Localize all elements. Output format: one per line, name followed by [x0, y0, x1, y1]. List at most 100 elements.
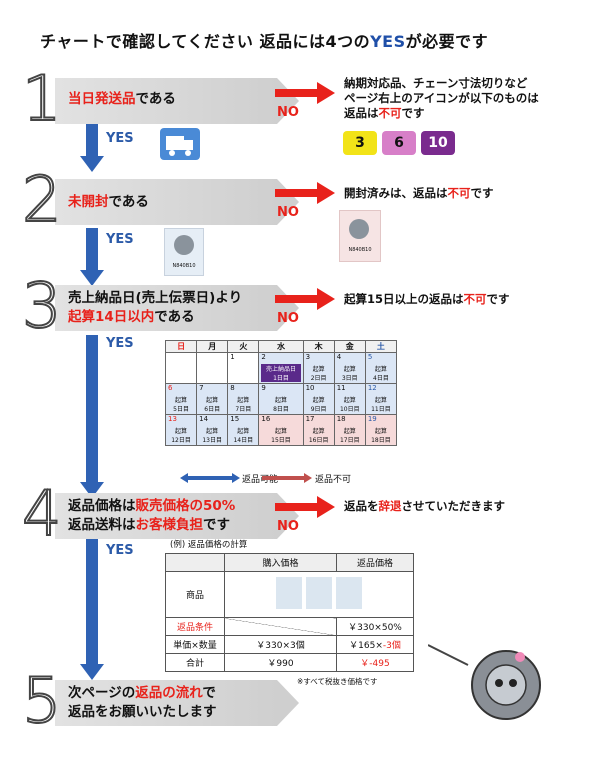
note-1: 納期対応品、チェーン寸法切りなど ページ右上のアイコンが以下のものは 返品は不可… — [344, 76, 539, 120]
legend-ng-arrow — [262, 473, 312, 483]
step-1-number: 1 — [21, 62, 62, 135]
cal-label: 起算 3日目 — [341, 366, 358, 382]
step-5-text: 次ページの返品の流れで 返品をお願いいたします — [68, 685, 217, 720]
yes-arrow-2 — [86, 228, 98, 272]
cal-label: 起算 14日目 — [233, 428, 254, 444]
cal-cell: 14 起算 13日目 — [196, 414, 229, 446]
legend-ok-label: 返品可能 — [242, 475, 279, 485]
cal-cell: 10 起算 9日目 — [302, 383, 335, 415]
opened-product-code-label: N840B10 — [348, 247, 372, 253]
no-arrow-3 — [275, 288, 335, 310]
legend-ng-label: 返品不可 — [315, 475, 352, 485]
step-1-text: 当日発送品である — [68, 91, 176, 107]
step-5-number: 5 — [21, 664, 62, 737]
cal-day: 17 — [305, 415, 315, 423]
price-table-total-return: ￥-495 — [336, 653, 414, 672]
price-table-total-buy: ￥990 — [224, 653, 337, 672]
cal-header-sat: 土 — [364, 340, 398, 353]
step-4-number: 4 — [21, 477, 62, 550]
no-label-4: NO — [277, 519, 299, 534]
step-2-number: 2 — [21, 163, 62, 236]
cal-day: 15 — [230, 415, 240, 423]
yes-arrow-3 — [86, 335, 98, 485]
price-table-row-cond: 返品条件 — [165, 617, 225, 636]
yes-arrowhead-2 — [80, 270, 104, 286]
price-table-col-return: 返品価格 — [336, 553, 414, 572]
price-table-unit-return: ￥165×-3個 — [336, 635, 414, 654]
cal-header-fri: 金 — [333, 340, 366, 353]
yes-arrowhead-1 — [80, 156, 104, 172]
cal-label: 起算 15日目 — [271, 428, 291, 444]
yes-arrow-1 — [86, 124, 98, 158]
badge-6-icon: 6 — [382, 131, 416, 155]
cal-cell: 9 起算 8日目 — [258, 383, 304, 415]
cal-day: 16 — [261, 415, 271, 423]
delivery-truck-icon — [160, 128, 200, 160]
cal-cell: 11 起算 10日目 — [333, 383, 366, 415]
cal-label: 起算 13日目 — [202, 428, 222, 444]
cal-cell: 1 — [227, 352, 260, 384]
cal-day: 8 — [230, 384, 235, 392]
price-footnote: ※すべて税抜き価格です — [297, 677, 378, 686]
cal-header-wed: 水 — [258, 340, 304, 353]
cal-day: 2 — [261, 353, 266, 361]
note-3: 起算15日以上の返品は不可です — [344, 292, 510, 306]
cal-label: 起算 11日目 — [371, 397, 391, 413]
yes-arrowhead-4 — [80, 664, 104, 680]
cal-label: 売上納品日 1日目 — [261, 364, 301, 382]
product-image-3 — [336, 577, 362, 609]
cal-cell: 2 売上納品日 1日目 — [258, 352, 304, 384]
cal-label: 起算 12日目 — [171, 428, 191, 444]
price-table: 購入価格 返品価格 商品 返品条件 ￥330×50% 単価×数量 ￥330×3個… — [165, 553, 414, 672]
cal-day: 18 — [336, 415, 346, 423]
cal-cell: 15 起算 14日目 — [227, 414, 260, 446]
cal-day: 5 — [367, 353, 373, 361]
no-label-3: NO — [277, 311, 299, 326]
cal-label: 起算 9日目 — [310, 397, 327, 413]
cal-day: 9 — [261, 384, 266, 392]
cal-label: 起算 8日目 — [273, 397, 289, 413]
cal-label: 起算 7日目 — [235, 397, 252, 413]
cal-day: 14 — [199, 415, 209, 423]
cal-label: 起算 10日目 — [339, 397, 360, 413]
opened-product-image: N840B10 — [339, 210, 381, 262]
yes-label-4: YES — [106, 543, 134, 558]
step-2-bar — [55, 179, 299, 225]
price-table-cond-empty — [224, 617, 337, 636]
cal-label: 起算 2日目 — [310, 366, 327, 382]
yes-arrow-4 — [86, 537, 98, 667]
cal-day: 10 — [305, 384, 315, 392]
price-table-row-product: 商品 — [165, 571, 225, 618]
no-label-2: NO — [277, 205, 299, 220]
price-table-caption: (例) 返品価格の計算 — [170, 540, 248, 550]
price-table-unit-buy: ￥330×3個 — [224, 635, 337, 654]
gear-mascot-icon — [428, 644, 541, 720]
price-table-row-total: 合計 — [165, 653, 225, 672]
cal-header-thu: 木 — [302, 340, 335, 353]
yes-label-3: YES — [106, 336, 134, 351]
cal-header-tue: 火 — [227, 340, 260, 353]
price-table-cond-value: ￥330×50% — [336, 617, 414, 636]
cal-day: 7 — [199, 384, 204, 392]
step-2-text: 未開封である — [68, 194, 149, 210]
cal-label: 起算 6日目 — [204, 397, 221, 413]
no-arrow-4 — [275, 496, 335, 518]
no-arrow-1 — [275, 82, 335, 104]
product-code-label: N840B10 — [172, 263, 196, 269]
no-arrow-2 — [275, 182, 335, 204]
badge-10-icon: 10 — [421, 131, 455, 155]
cal-day: 11 — [336, 384, 346, 392]
price-table-row-unit: 単価×数量 — [165, 635, 225, 654]
cal-cell — [196, 352, 229, 384]
